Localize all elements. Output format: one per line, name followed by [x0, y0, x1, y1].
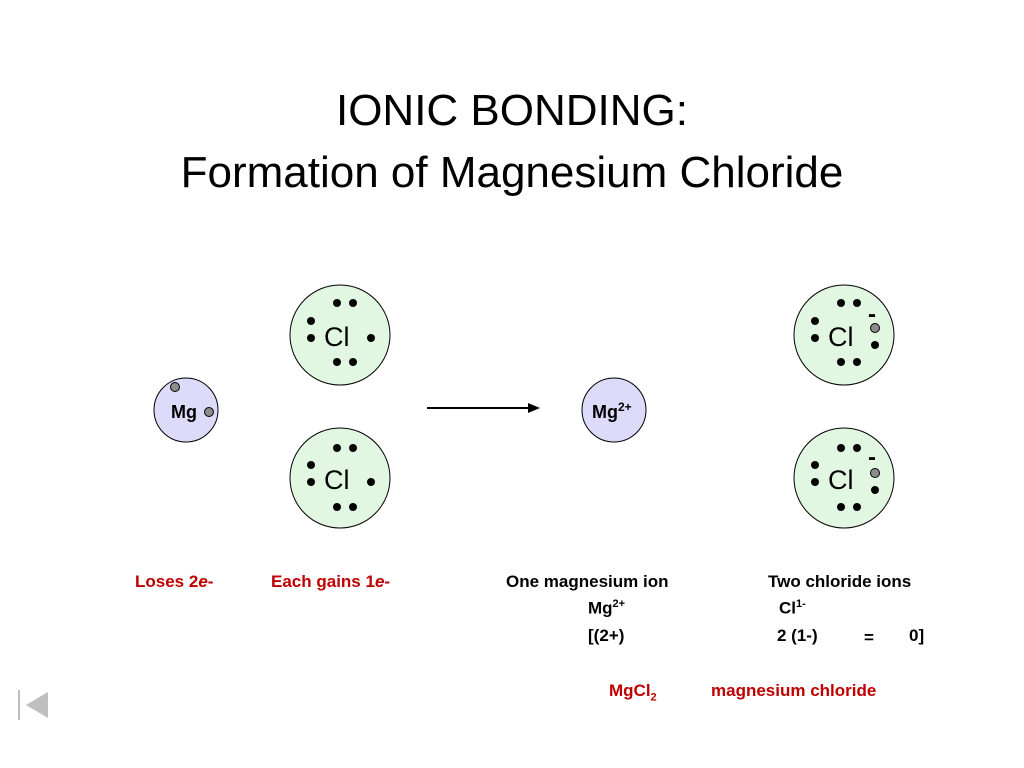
formula-label: MgCl2 [609, 681, 657, 704]
cl-ion-symbol: Cl1- [779, 598, 806, 618]
cl-ion-electrons [811, 299, 879, 366]
cl-atom-top-left: Cl [289, 284, 391, 386]
title-line-1: IONIC BONDING: [335, 86, 689, 135]
cl-atom-label: Cl [324, 322, 350, 352]
gains-electron-label: Each gains 1e- [271, 572, 391, 591]
cl-ion-electrons [811, 444, 879, 511]
compound-name-label: magnesium chloride [711, 681, 877, 700]
mg-atom-label: Mg [171, 402, 197, 422]
cl-atom-label: Cl [324, 465, 350, 495]
cl-ion-bottom-right: Cl - [793, 427, 895, 529]
cl-ion-top-right: Cl - [793, 284, 895, 386]
equals-sign: = [864, 628, 874, 647]
mg-atom: Mg [153, 377, 219, 443]
title-line-2: Formation of Magnesium Chloride [180, 148, 844, 197]
cl-atom-bottom-left: Cl [289, 427, 391, 529]
cl-electrons [307, 299, 375, 366]
transferred-electron [870, 468, 880, 478]
mg-ion-label: Mg2+ [592, 400, 632, 422]
first-slide-button[interactable] [16, 688, 52, 729]
charge-bracket-open: [(2+) [588, 626, 625, 645]
mg-valence-electron [170, 382, 180, 392]
negative-charge: - [868, 444, 876, 471]
net-charge-zero: 0] [909, 626, 925, 645]
reaction-arrow [427, 403, 540, 413]
cl-ion-label: Cl [828, 322, 854, 352]
first-slide-icon [18, 690, 48, 720]
cl-electrons [307, 444, 375, 511]
cl-ion-label: Cl [828, 465, 854, 495]
two-chloride-ions-label: Two chloride ions [768, 572, 912, 591]
one-magnesium-ion-label: One magnesium ion [506, 572, 669, 591]
mg-valence-electron [204, 407, 214, 417]
loses-electrons-label: Loses 2e- [135, 572, 214, 591]
negative-charge: - [868, 301, 876, 328]
chloride-charge-sum: 2 (1-) [777, 626, 818, 645]
transferred-electron [870, 323, 880, 333]
mg-ion: Mg2+ [581, 377, 647, 443]
mg-ion-symbol: Mg2+ [588, 598, 626, 618]
